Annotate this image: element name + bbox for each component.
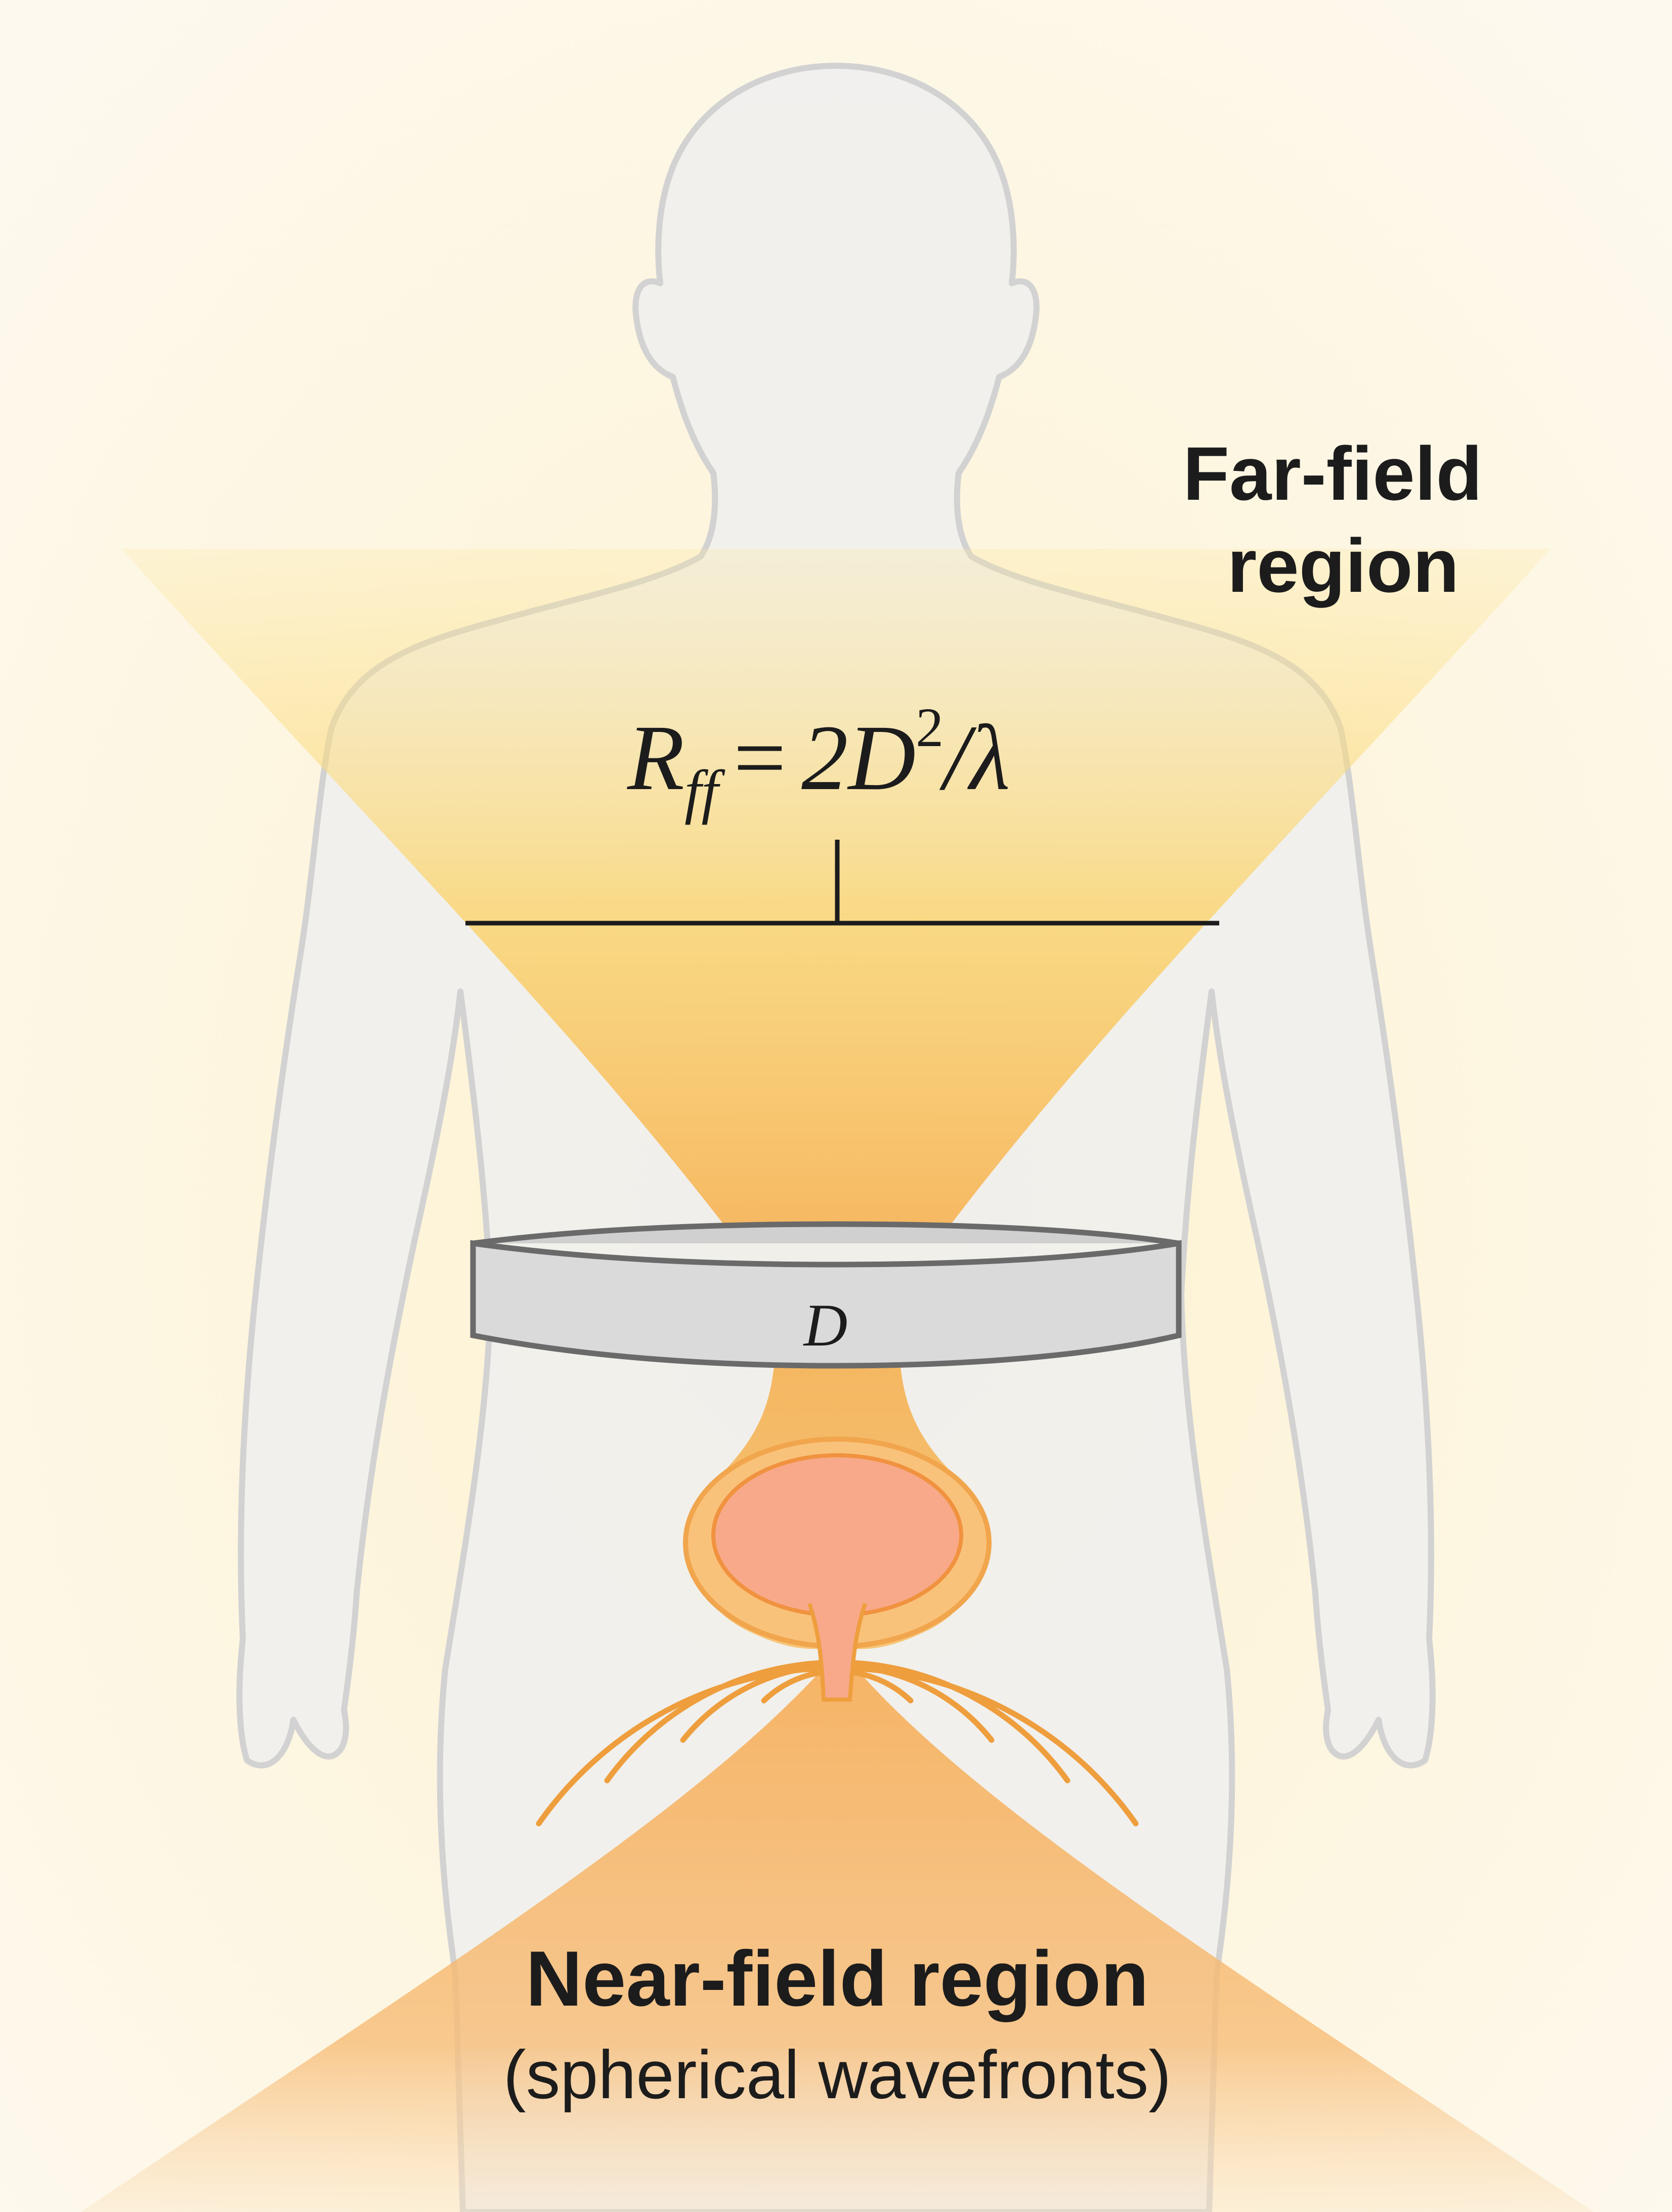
aperture-line — [465, 840, 1219, 926]
far-field-label-line1: Far-field — [1183, 431, 1482, 516]
bladder-inner — [711, 1453, 963, 1617]
belt-label: D — [803, 1291, 848, 1359]
far-field-distance-formula: Rff=2D2/λ — [627, 697, 1010, 825]
belt-band — [470, 1240, 1182, 1369]
formula-equals: = — [734, 706, 786, 810]
belt-top-edge — [473, 1221, 1179, 1246]
near-field-beam — [81, 1649, 1594, 2212]
formula-rhs-suffix: /λ — [939, 706, 1010, 810]
formula-rhs-exponent: 2 — [916, 697, 944, 758]
bladder-organ — [683, 1437, 992, 1702]
belt-array: D — [470, 1221, 1182, 1369]
far-field-label-line2: region — [1227, 523, 1459, 608]
urethra — [807, 1602, 867, 1702]
formula-rhs-prefix: 2D — [801, 706, 916, 810]
near-field-title: Near-field region — [526, 1935, 1149, 2022]
far-field-label: Far-field region — [1183, 431, 1503, 608]
formula-lhs: R — [627, 706, 684, 810]
near-field-subtitle: (spherical wavefronts) — [503, 2036, 1171, 2113]
